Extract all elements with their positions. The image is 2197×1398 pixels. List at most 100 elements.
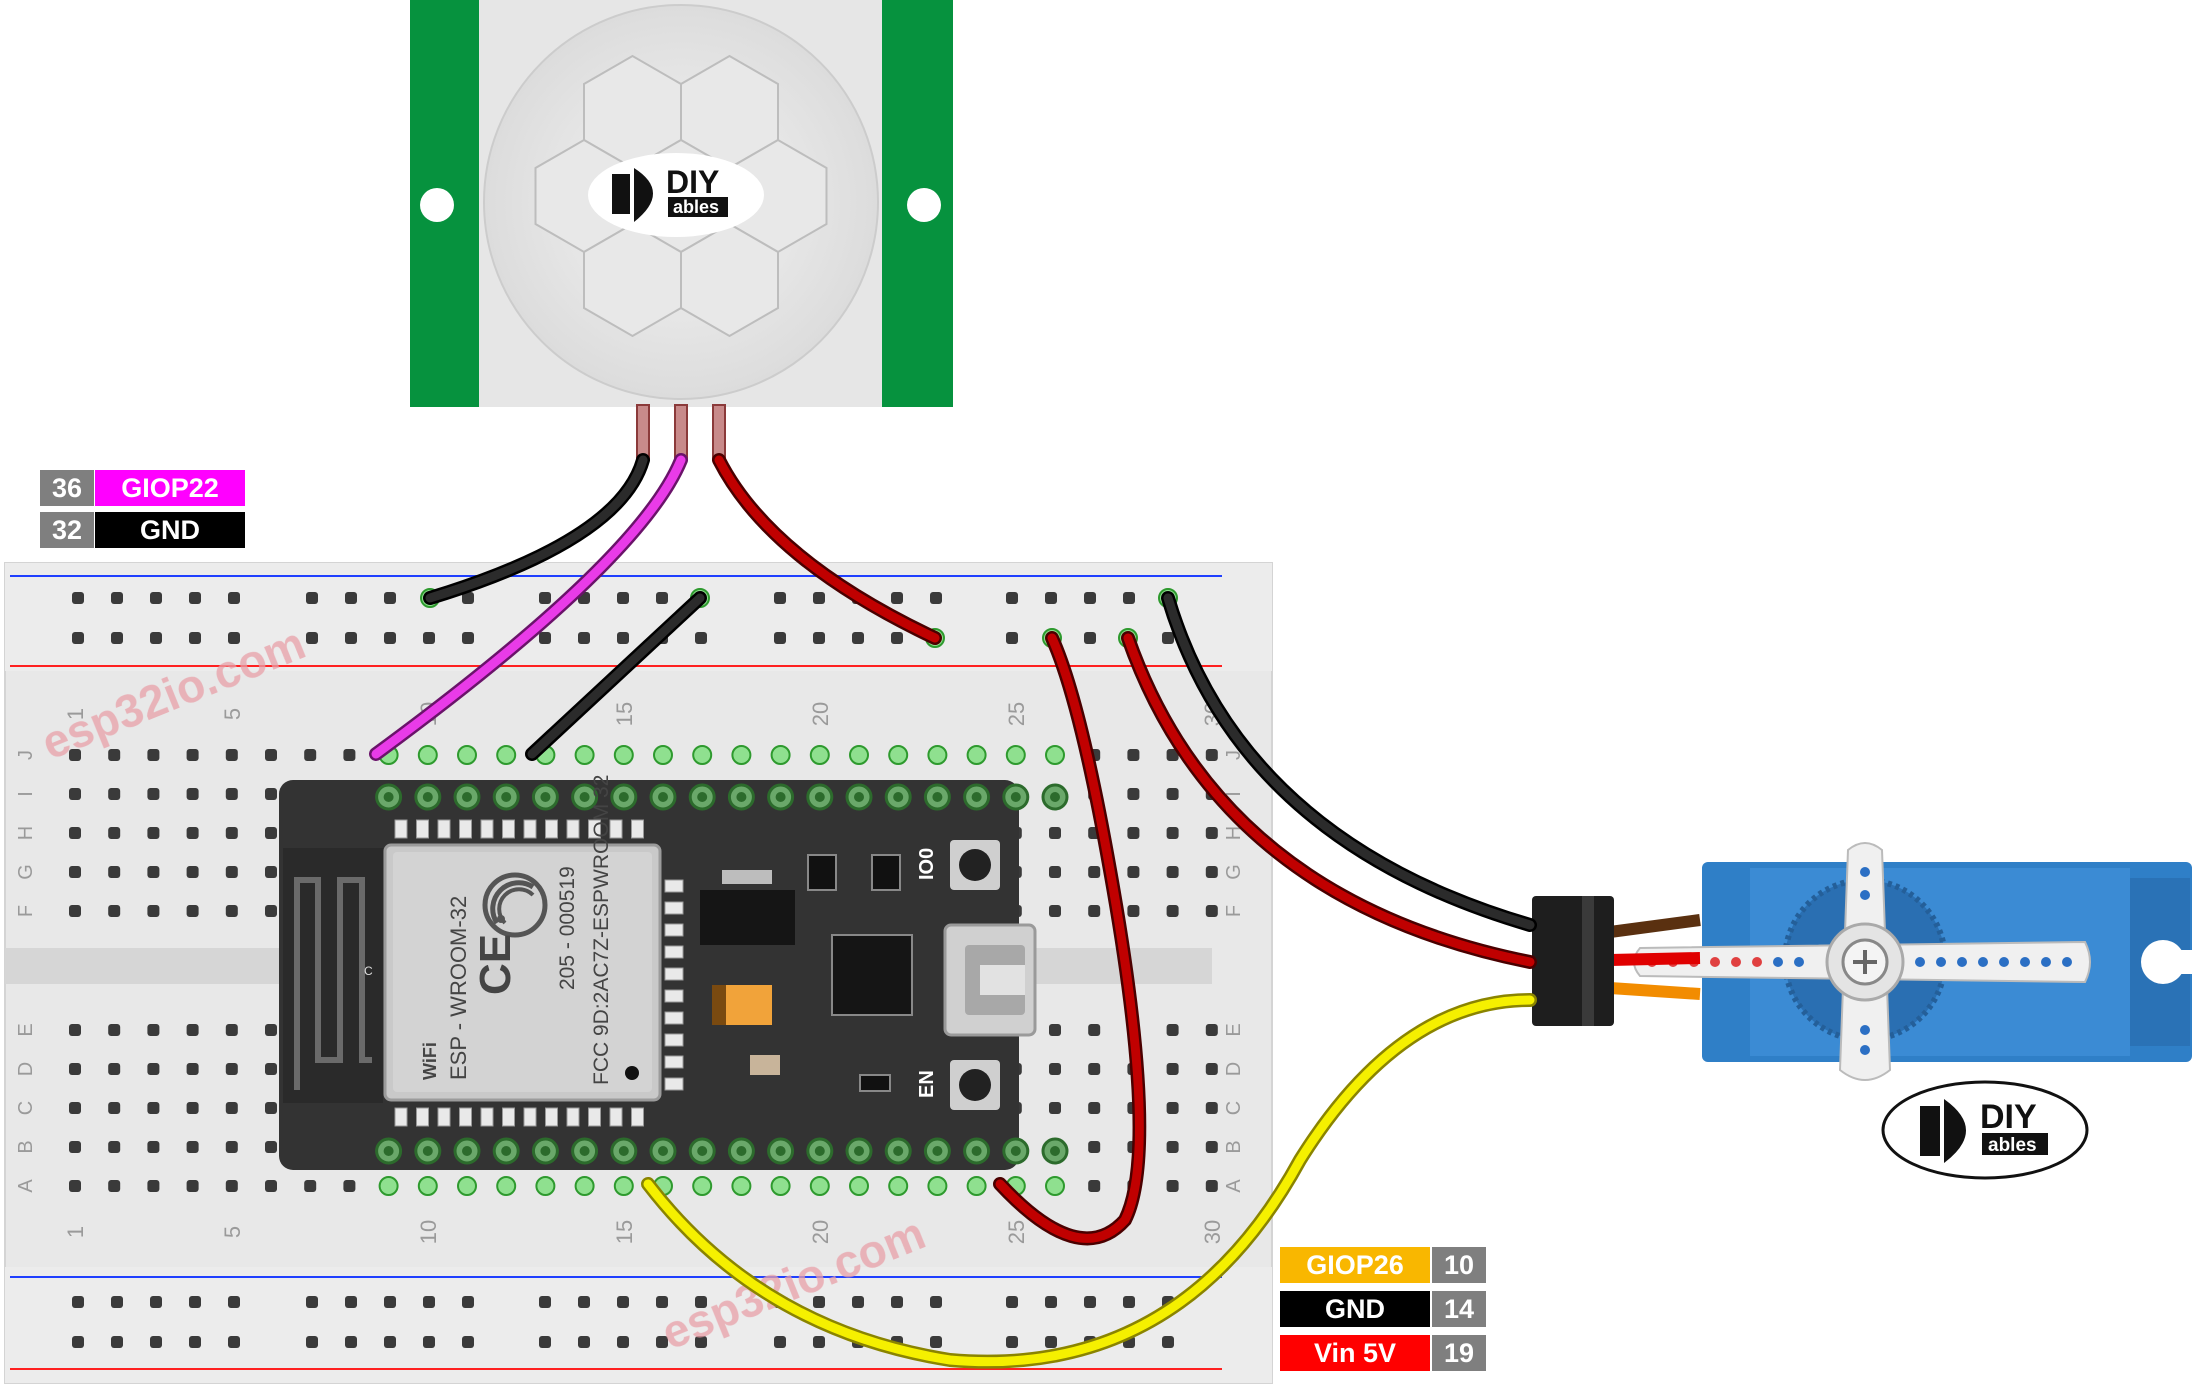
breadboard-hole[interactable] xyxy=(69,1024,81,1036)
breadboard-hole[interactable] xyxy=(108,1102,121,1114)
rail-hole[interactable] xyxy=(462,592,474,604)
micro-usb-port[interactable] xyxy=(943,923,1037,1037)
rail-hole[interactable] xyxy=(1084,1296,1096,1308)
breadboard-hole[interactable] xyxy=(147,1102,160,1114)
breadboard-hole[interactable] xyxy=(1205,1102,1218,1114)
rail-hole[interactable] xyxy=(695,1336,707,1348)
rail-hole[interactable] xyxy=(189,1336,201,1348)
breadboard-hole[interactable] xyxy=(1205,1180,1218,1192)
rail-hole[interactable] xyxy=(1006,632,1018,644)
breadboard-hole[interactable] xyxy=(1088,1063,1101,1075)
breadboard-hole[interactable] xyxy=(1166,788,1179,800)
breadboard-hole[interactable] xyxy=(225,827,238,839)
breadboard-hole[interactable] xyxy=(1088,1180,1101,1192)
breadboard-hole[interactable] xyxy=(108,1180,121,1192)
rail-hole[interactable] xyxy=(852,1296,864,1308)
breadboard-hole[interactable] xyxy=(1205,866,1218,878)
rail-hole[interactable] xyxy=(306,632,318,644)
io0-button[interactable] xyxy=(950,840,1000,890)
rail-hole[interactable] xyxy=(228,1296,240,1308)
breadboard-hole[interactable] xyxy=(1205,1024,1218,1036)
breadboard-hole[interactable] xyxy=(147,1024,160,1036)
rail-hole[interactable] xyxy=(384,1336,396,1348)
rail-hole[interactable] xyxy=(930,592,942,604)
rail-hole[interactable] xyxy=(774,1336,786,1348)
rail-hole[interactable] xyxy=(695,632,707,644)
breadboard-hole[interactable] xyxy=(265,1024,277,1036)
breadboard-hole[interactable] xyxy=(1088,905,1101,917)
rail-hole[interactable] xyxy=(1162,1336,1174,1348)
breadboard-hole[interactable] xyxy=(225,1180,238,1192)
rail-hole[interactable] xyxy=(384,592,396,604)
breadboard-hole[interactable] xyxy=(1166,1141,1179,1153)
rail-hole[interactable] xyxy=(578,1336,590,1348)
rail-hole[interactable] xyxy=(462,1296,474,1308)
rail-hole[interactable] xyxy=(228,1336,240,1348)
breadboard-hole[interactable] xyxy=(186,1180,199,1192)
breadboard-hole[interactable] xyxy=(69,866,81,878)
rail-hole[interactable] xyxy=(891,632,903,644)
rail-hole[interactable] xyxy=(1006,1336,1018,1348)
rail-hole[interactable] xyxy=(656,592,668,604)
breadboard-hole[interactable] xyxy=(108,905,121,917)
rail-hole[interactable] xyxy=(111,592,123,604)
rail-hole[interactable] xyxy=(813,1336,825,1348)
breadboard-hole[interactable] xyxy=(1049,1024,1061,1036)
breadboard-hole[interactable] xyxy=(265,1180,277,1192)
breadboard-hole[interactable] xyxy=(225,1024,238,1036)
breadboard-hole[interactable] xyxy=(186,1063,199,1075)
rail-hole[interactable] xyxy=(150,1336,162,1348)
breadboard-hole[interactable] xyxy=(1127,905,1140,917)
breadboard-hole[interactable] xyxy=(147,749,160,761)
breadboard-hole[interactable] xyxy=(108,866,121,878)
rail-hole[interactable] xyxy=(578,632,590,644)
breadboard-hole[interactable] xyxy=(343,749,356,761)
breadboard-hole[interactable] xyxy=(108,1141,121,1153)
breadboard-hole[interactable] xyxy=(1205,1141,1218,1153)
rail-hole[interactable] xyxy=(111,1336,123,1348)
breadboard-hole[interactable] xyxy=(69,1141,81,1153)
rail-hole[interactable] xyxy=(384,632,396,644)
rail-hole[interactable] xyxy=(384,1296,396,1308)
breadboard-hole[interactable] xyxy=(1205,1063,1218,1075)
breadboard-hole[interactable] xyxy=(1166,749,1179,761)
breadboard-hole[interactable] xyxy=(343,1180,356,1192)
breadboard-hole[interactable] xyxy=(108,788,121,800)
breadboard-hole[interactable] xyxy=(108,1063,121,1075)
rail-hole[interactable] xyxy=(462,1336,474,1348)
breadboard-hole[interactable] xyxy=(186,1141,199,1153)
breadboard-hole[interactable] xyxy=(265,1102,277,1114)
breadboard-hole[interactable] xyxy=(265,866,277,878)
rail-hole[interactable] xyxy=(1045,592,1057,604)
breadboard-hole[interactable] xyxy=(265,1063,277,1075)
breadboard-hole[interactable] xyxy=(69,1102,81,1114)
rail-hole[interactable] xyxy=(539,592,551,604)
rail-hole[interactable] xyxy=(930,1336,942,1348)
breadboard-hole[interactable] xyxy=(1049,866,1061,878)
breadboard-hole[interactable] xyxy=(108,749,121,761)
rail-hole[interactable] xyxy=(150,592,162,604)
breadboard-hole[interactable] xyxy=(265,749,277,761)
rail-hole[interactable] xyxy=(345,592,357,604)
breadboard-hole[interactable] xyxy=(69,905,81,917)
rail-hole[interactable] xyxy=(539,1296,551,1308)
breadboard-hole[interactable] xyxy=(225,1141,238,1153)
breadboard-hole[interactable] xyxy=(69,827,81,839)
breadboard-hole[interactable] xyxy=(1127,827,1140,839)
breadboard-hole[interactable] xyxy=(1205,749,1218,761)
rail-hole[interactable] xyxy=(852,632,864,644)
breadboard-hole[interactable] xyxy=(265,1141,277,1153)
rail-hole[interactable] xyxy=(111,632,123,644)
breadboard-hole[interactable] xyxy=(147,788,160,800)
rail-hole[interactable] xyxy=(930,1296,942,1308)
breadboard-hole[interactable] xyxy=(304,749,317,761)
rail-hole[interactable] xyxy=(891,592,903,604)
rail-hole[interactable] xyxy=(228,632,240,644)
breadboard-hole[interactable] xyxy=(147,827,160,839)
rail-hole[interactable] xyxy=(1123,1296,1135,1308)
breadboard-hole[interactable] xyxy=(225,788,238,800)
breadboard-hole[interactable] xyxy=(147,1180,160,1192)
rail-hole[interactable] xyxy=(306,1296,318,1308)
rail-hole[interactable] xyxy=(189,632,201,644)
rail-hole[interactable] xyxy=(72,1296,84,1308)
